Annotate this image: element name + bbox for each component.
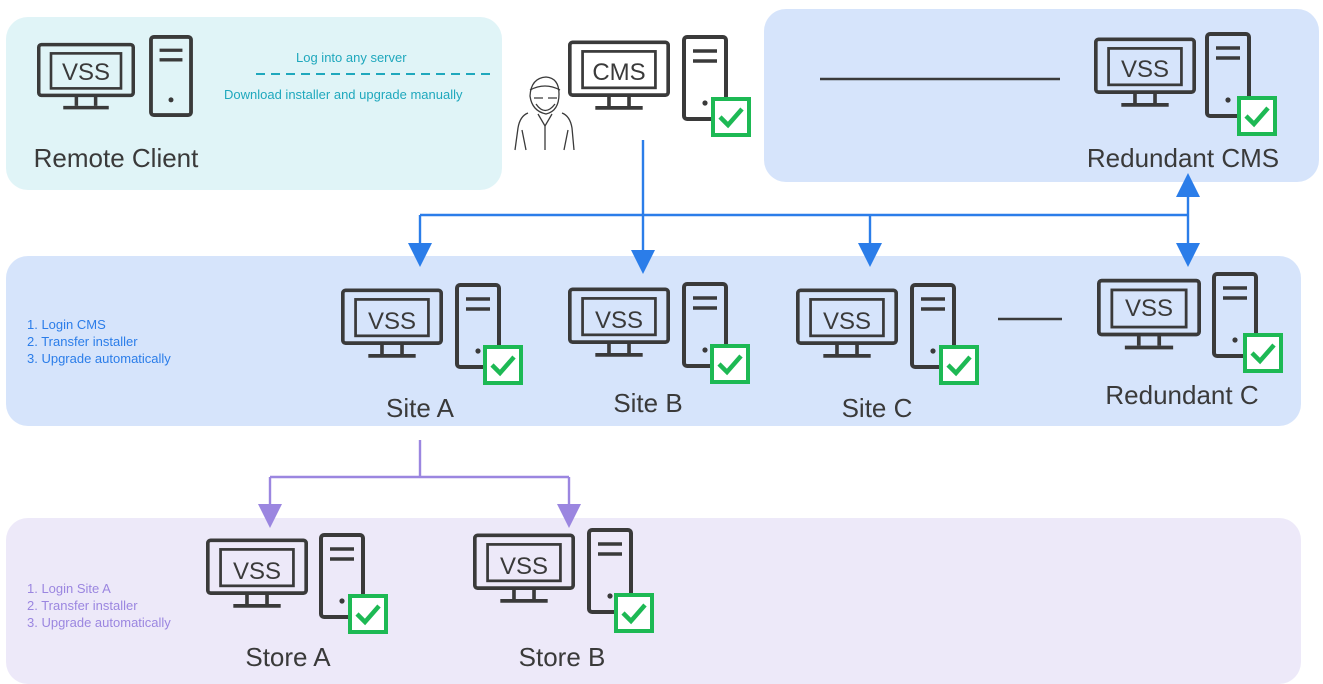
check-icon bbox=[713, 99, 749, 135]
step-item: 3. Upgrade automatically bbox=[27, 351, 171, 366]
remote-client-label: Remote Client bbox=[33, 143, 199, 173]
redundant-cms-panel bbox=[764, 9, 1319, 182]
server-tower-icon bbox=[148, 34, 194, 118]
monitor-label: VSS bbox=[233, 558, 281, 585]
store-a-label: Store A bbox=[245, 642, 331, 672]
monitor-label: VSS bbox=[500, 553, 548, 580]
check-icon bbox=[1239, 98, 1275, 134]
store-b-node: VSS bbox=[475, 528, 652, 631]
check-icon bbox=[712, 346, 748, 382]
step-item: 1. Login Site A bbox=[27, 581, 111, 596]
redundant-c-node: VSS bbox=[1099, 274, 1281, 371]
step-item: 3. Upgrade automatically bbox=[27, 615, 171, 630]
site-b-node: VSS bbox=[570, 282, 748, 382]
monitor-label: VSS bbox=[62, 59, 110, 86]
monitor-label: VSS bbox=[823, 308, 871, 335]
check-icon bbox=[1245, 335, 1281, 371]
step-item: 1. Login CMS bbox=[27, 317, 106, 332]
stores-steps-list: 1. Login Site A 2. Transfer installer 3.… bbox=[27, 580, 171, 631]
site-c-label: Site C bbox=[841, 393, 913, 423]
monitor-label: CMS bbox=[592, 59, 645, 86]
monitor-label: VSS bbox=[368, 308, 416, 335]
site-c-node: VSS bbox=[798, 283, 977, 383]
check-icon bbox=[941, 347, 977, 383]
check-icon bbox=[350, 596, 386, 632]
dashed-link-bottom-label: Download installer and upgrade manually bbox=[224, 87, 463, 102]
monitor-label: VSS bbox=[595, 307, 643, 334]
redundant-cms-label: Redundant CMS bbox=[1086, 143, 1280, 173]
cms-node: CMS bbox=[567, 35, 749, 135]
dashed-link-top-label: Log into any server bbox=[296, 50, 407, 65]
check-icon bbox=[485, 347, 521, 383]
store-a-node: VSS bbox=[208, 533, 386, 632]
redundant-c-label: Redundant C bbox=[1105, 380, 1259, 410]
redundant-cms-node: VSS bbox=[1096, 34, 1275, 134]
store-b-label: Store B bbox=[518, 642, 606, 672]
monitor-label: VSS bbox=[1121, 56, 1169, 83]
monitor-label: VSS bbox=[1125, 295, 1173, 322]
site-a-label: Site A bbox=[386, 393, 454, 423]
remote-client-node: VSS bbox=[36, 34, 194, 118]
check-icon bbox=[616, 595, 652, 631]
site-a-node: VSS bbox=[343, 283, 521, 383]
administrator-icon bbox=[514, 76, 575, 151]
site-b-label: Site B bbox=[613, 388, 683, 418]
step-item: 2. Transfer installer bbox=[27, 334, 138, 349]
sites-steps-list: 1. Login CMS 2. Transfer installer 3. Up… bbox=[27, 316, 171, 367]
step-item: 2. Transfer installer bbox=[27, 598, 138, 613]
